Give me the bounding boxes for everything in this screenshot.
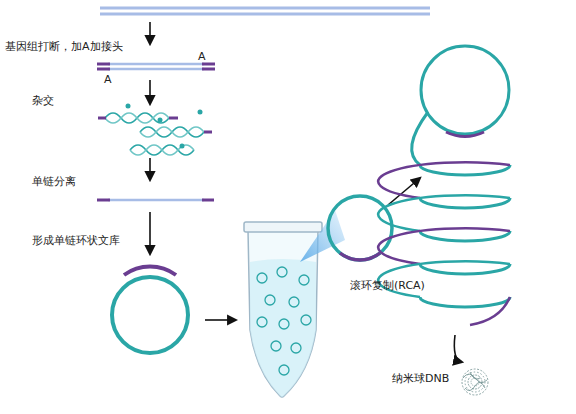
- genome-dna: [100, 8, 430, 14]
- step-label: 形成单链环状文库: [32, 234, 120, 247]
- base-mark: A: [198, 50, 206, 63]
- step-label: 基因组打断，加A加接头: [5, 40, 123, 53]
- step-label: 纳米球DNB: [392, 372, 449, 385]
- nanoball: [462, 369, 488, 395]
- template-circle: [328, 196, 392, 260]
- step-label: 杂交: [32, 94, 54, 107]
- step-label: 滚环复制(RCA): [350, 279, 425, 292]
- base-mark: A: [104, 73, 112, 86]
- fragment-adapters: [97, 64, 215, 69]
- single-strand: [97, 200, 214, 201]
- hybridization-helix: [98, 104, 212, 156]
- step-label: 单链分离: [32, 175, 76, 188]
- circular-library: [112, 266, 188, 353]
